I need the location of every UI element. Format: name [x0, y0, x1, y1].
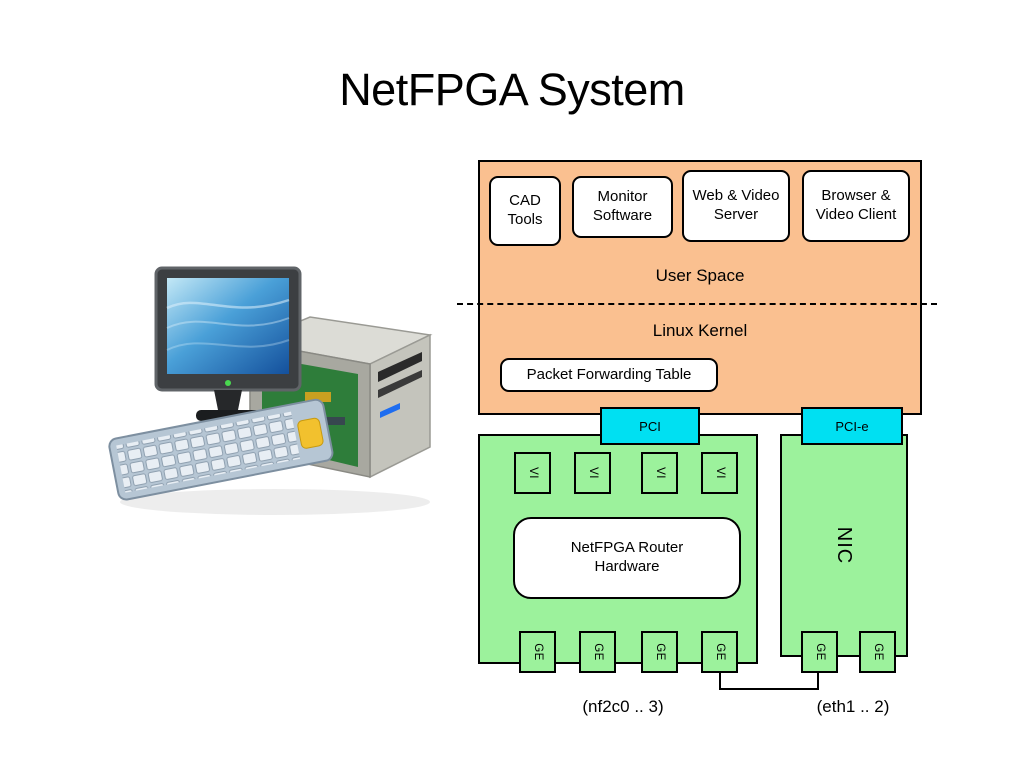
- user-space-label: User Space: [655, 266, 745, 285]
- vi-port-2: VI: [574, 452, 611, 494]
- app-label: Browser & Video Client: [815, 187, 897, 223]
- app-label: Web & Video Server: [692, 187, 780, 223]
- app-box-cad-tools: CAD Tools: [489, 176, 561, 246]
- vi-port-label: VI: [713, 467, 726, 479]
- ge-port-label: GE: [653, 643, 666, 661]
- netfpga-router-hardware-label: NetFPGA Router Hardware: [570, 539, 684, 575]
- vi-port-label: VI: [526, 467, 539, 479]
- vi-port-4: VI: [701, 452, 738, 494]
- pci-bus-box: PCI: [600, 407, 700, 445]
- netfpga-router-hardware-box: NetFPGA Router Hardware: [513, 517, 741, 599]
- netfpga-ge-port-2: GE: [579, 631, 616, 673]
- ge-port-label: GE: [531, 643, 544, 661]
- keyboard-icon: [108, 398, 334, 501]
- nic-box: NIC: [780, 434, 908, 657]
- netfpga-ge-port-1: GE: [519, 631, 556, 673]
- netfpga-ge-port-4: GE: [701, 631, 738, 673]
- vi-port-3: VI: [641, 452, 678, 494]
- vi-port-label: VI: [653, 467, 666, 479]
- app-box-monitor-software: Monitor Software: [572, 176, 673, 238]
- ge-port-label: GE: [591, 643, 604, 661]
- computer-graphic: [108, 266, 433, 515]
- nic-label: NIC: [833, 526, 856, 565]
- monitor-icon: [154, 266, 302, 421]
- app-box-web-video-server: Web & Video Server: [682, 170, 790, 242]
- nic-ge-port-2: GE: [859, 631, 896, 673]
- ge-port-label: GE: [813, 643, 826, 661]
- ge-cable-connector: [719, 673, 819, 690]
- slide-title: NetFPGA System: [339, 64, 685, 115]
- app-label: CAD Tools: [507, 192, 543, 228]
- packet-forwarding-table-label: Packet Forwarding Table: [526, 365, 692, 383]
- netfpga-interfaces-caption: (nf2c0 .. 3): [582, 697, 664, 716]
- netfpga-ge-port-3: GE: [641, 631, 678, 673]
- packet-forwarding-table-box: Packet Forwarding Table: [500, 358, 718, 392]
- ge-port-label: GE: [871, 643, 884, 661]
- user-kernel-divider: [457, 303, 937, 305]
- nic-ge-port-1: GE: [801, 631, 838, 673]
- vi-port-1: VI: [514, 452, 551, 494]
- vi-port-label: VI: [586, 467, 599, 479]
- ge-port-label: GE: [713, 643, 726, 661]
- linux-kernel-label: Linux Kernel: [652, 321, 748, 340]
- pcie-label: PCI-e: [835, 418, 869, 434]
- pcie-bus-box: PCI-e: [801, 407, 903, 445]
- app-box-browser-video-client: Browser & Video Client: [802, 170, 910, 242]
- pci-label: PCI: [639, 418, 661, 434]
- nic-interfaces-caption: (eth1 .. 2): [816, 697, 890, 716]
- app-label: Monitor Software: [592, 188, 653, 224]
- desktop-computer-illustration: [100, 262, 440, 522]
